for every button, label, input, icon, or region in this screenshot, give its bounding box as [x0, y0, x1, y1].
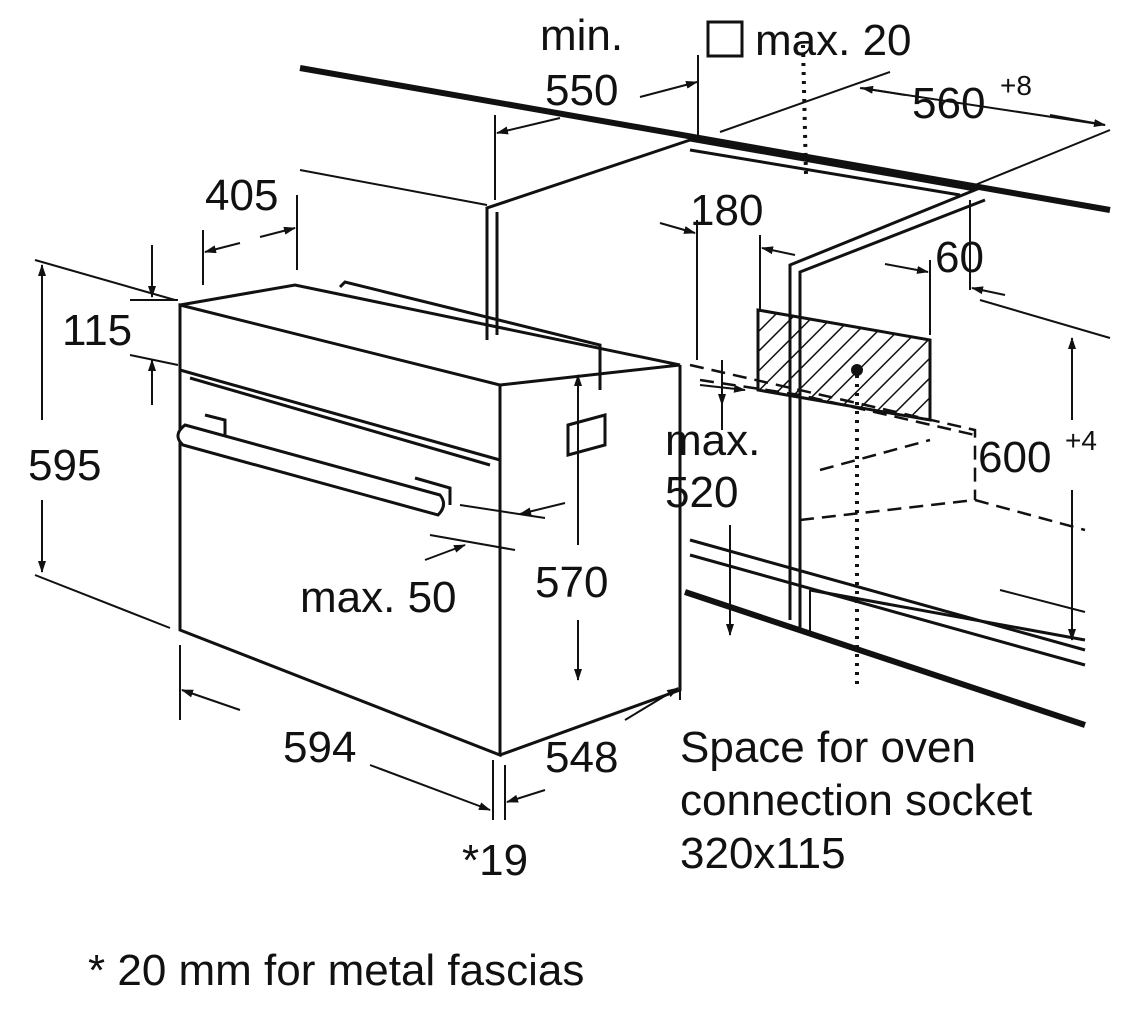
label-max: max. — [665, 416, 760, 465]
cabinet-right-panel — [798, 198, 986, 630]
oven — [176, 280, 682, 758]
shelf-edge-lower — [689, 553, 1086, 667]
socket-note-line-2: connection socket — [680, 776, 1032, 825]
worktop-edge — [299, 65, 1111, 213]
label-560: 560 — [912, 79, 985, 128]
niche-dashed-floor — [799, 498, 976, 522]
oven-handle — [176, 423, 445, 517]
socket-center-dot — [851, 364, 863, 376]
label-595: 595 — [28, 441, 101, 490]
handle-mounts — [204, 413, 452, 505]
socket-note-line-3: 320x115 — [680, 829, 846, 878]
cabinet-back-top — [689, 148, 961, 197]
shelf-edge — [689, 538, 1086, 652]
footnote: * 20 mm for metal fascias — [88, 946, 584, 995]
label-560-tolerance: +8 — [1000, 70, 1032, 101]
label-594: 594 — [283, 723, 356, 772]
label-550: 550 — [545, 66, 618, 115]
control-panel-line — [179, 368, 501, 462]
oven-top — [179, 283, 681, 387]
label-max-20: max. 20 — [755, 16, 912, 65]
door-top-line — [189, 376, 491, 467]
dimension-labels: min. 550 max. 20 560 +8 405 180 60 115 5… — [28, 11, 1097, 995]
oven-top-rim — [338, 280, 602, 390]
label-405: 405 — [205, 171, 278, 220]
label-19: *19 — [462, 836, 528, 885]
square-section-icon — [706, 20, 744, 58]
vent-dotted-line — [801, 44, 808, 176]
oven-front — [178, 303, 502, 758]
niche-dashed-diag — [819, 438, 931, 472]
niche-dashed-right — [974, 498, 1086, 532]
label-600-tolerance: +4 — [1065, 425, 1097, 456]
oven-side-bracket — [566, 413, 607, 457]
cabinet-base — [809, 588, 1086, 642]
dimension-lines — [34, 55, 1111, 820]
socket-note-line-1: Space for oven — [680, 723, 976, 772]
label-115: 115 — [62, 306, 132, 355]
label-520: 520 — [665, 468, 738, 517]
label-min: min. — [540, 11, 623, 60]
socket-hatched-area — [756, 308, 932, 422]
label-548: 548 — [545, 733, 618, 782]
cabinet-structure — [299, 44, 1111, 728]
label-600: 600 — [978, 433, 1051, 482]
floor-edge — [684, 589, 1086, 728]
label-max-50: max. 50 — [300, 573, 457, 622]
label-570: 570 — [535, 558, 608, 607]
label-60: 60 — [935, 233, 984, 282]
label-180: 180 — [690, 186, 763, 235]
